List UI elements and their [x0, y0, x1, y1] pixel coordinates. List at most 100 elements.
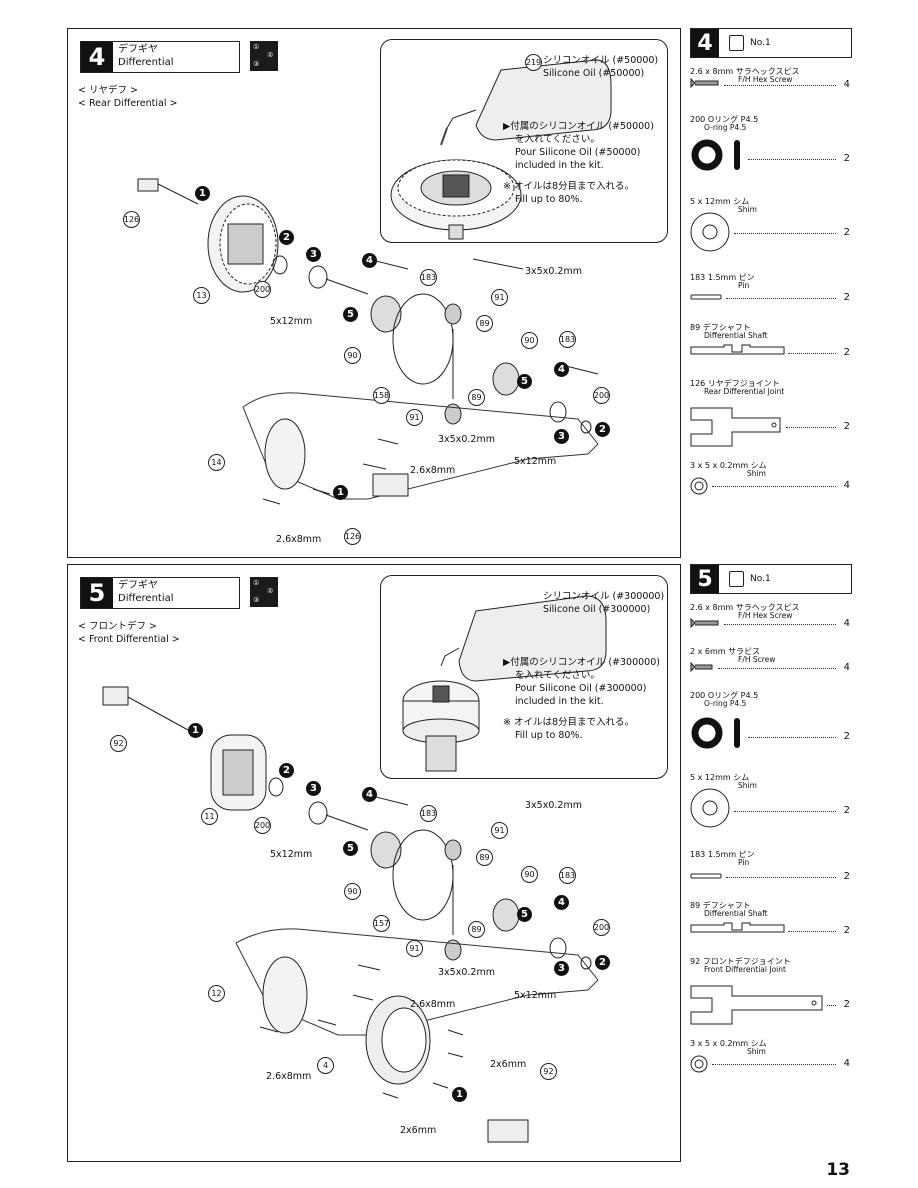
label-p89: 89: [476, 315, 493, 332]
part-name-en: Rear Differential Joint: [704, 387, 785, 396]
dotted-leader: [827, 1005, 836, 1006]
step4-number: 4: [81, 42, 113, 72]
part-name-jp: 89 デフシャフト: [690, 323, 751, 332]
part-name-jp: 89 デフシャフト: [690, 901, 751, 910]
step-badge-2: 2: [279, 230, 294, 245]
label-p11: 11: [201, 808, 218, 825]
step4-exploded-diagram: [137, 178, 599, 505]
seq-1: ①: [253, 43, 260, 51]
part-item: 92 フロントデフジョイント Front Differential Joint …: [690, 956, 850, 1030]
part-name-en: Shim: [738, 205, 757, 214]
step-badge-5b: 5: [517, 374, 532, 389]
step4-sequence-icon: ① ② ③: [250, 41, 278, 71]
label-p183: 183: [420, 805, 437, 822]
label-p92: 92: [110, 735, 127, 752]
label-shim-5x12: 5x12mm: [270, 316, 313, 327]
part-name-jp: 3 x 5 x 0.2mm シム: [690, 461, 767, 470]
part-item: 183 1.5mm ピン Pin 2: [690, 849, 850, 882]
bag-icon: [729, 35, 744, 51]
page-number: 13: [826, 1160, 850, 1180]
part-qty: 4: [843, 480, 850, 491]
bag-icon: [729, 571, 744, 587]
step5-exploded-diagram: [102, 686, 599, 1143]
part-qty: 2: [843, 227, 850, 238]
step-badge-2b: 2: [595, 955, 610, 970]
part-name-jp: 3 x 5 x 0.2mm シム: [690, 1039, 767, 1048]
part-name-en: Pin: [738, 281, 750, 290]
label-p200-b: 200: [593, 919, 610, 936]
part-qty: 4: [843, 618, 850, 629]
step5-title: デフギヤ Differential: [113, 578, 179, 608]
dotted-leader: [788, 353, 836, 354]
o-ring-icon: [691, 717, 740, 749]
differential-shaft-icon: [690, 344, 785, 355]
dotted-leader: [734, 811, 836, 812]
label-p89-b: 89: [468, 921, 485, 938]
part-qty: 2: [843, 871, 850, 882]
oil-bottle-illustration: [402, 595, 607, 772]
step5-title-jp: デフギヤ: [118, 580, 158, 591]
front-diff-joint-icon: [690, 985, 823, 1025]
note2-en: Fill up to 80%.: [515, 194, 583, 205]
part-name-jp: 126 リヤデフジョイント: [690, 379, 780, 388]
o-ring-icon: [691, 139, 740, 171]
step5-parts-list: 5 No.1 2.6 x 8mm サラヘックスビス F/H Hex Screw …: [690, 564, 852, 1084]
step-badge-4b: 4: [554, 895, 569, 910]
dotted-leader: [734, 233, 836, 234]
dotted-leader: [724, 624, 836, 625]
step4-oil-callout: 219 シリコンオイル (#50000) Silicone Oil (#5000…: [380, 39, 668, 243]
part-item: 183 1.5mm ピン Pin 2: [690, 272, 850, 303]
label-screw-2x6-b: 2x6mm: [400, 1125, 437, 1136]
label-shim-5x12: 5x12mm: [270, 849, 313, 860]
part-name-en: Pin: [738, 858, 750, 867]
parts4-bag: No.1: [750, 38, 771, 48]
label-p92-b: 92: [540, 1063, 557, 1080]
note2-jp: ※ オイルは8分目まで入れる。: [503, 717, 635, 728]
label-p13: 13: [193, 287, 210, 304]
label-p183: 183: [420, 269, 437, 286]
parts4-header: 4 No.1: [690, 28, 852, 58]
step-badge-3: 3: [306, 247, 321, 262]
pin-icon: [690, 873, 722, 879]
step4-subtitle-en: < Rear Differential >: [78, 98, 178, 109]
dotted-leader: [786, 427, 836, 428]
screw-icon: [690, 78, 719, 88]
seq-3: ③: [253, 60, 260, 68]
label-screw-2.6x8: 2.6x8mm: [410, 999, 456, 1010]
part-name-jp: 2.6 x 8mm サラヘックスビス: [690, 603, 800, 612]
step5-subtitle-jp: < フロントデフ >: [78, 621, 157, 632]
part-name-jp: 183 1.5mm ピン: [690, 850, 755, 859]
oil-bottle-illustration: [390, 59, 612, 240]
part-qty: 2: [843, 999, 850, 1010]
part-item: 89 デフシャフト Differential Shaft 2: [690, 322, 850, 358]
step5-number: 5: [81, 578, 113, 608]
seq-3: ③: [253, 596, 260, 604]
label-p89-b: 89: [468, 389, 485, 406]
label-screw-2.6x8-b: 2.6x8mm: [276, 534, 322, 545]
parts4-number: 4: [691, 29, 719, 57]
part-qty: 2: [843, 347, 850, 358]
part-qty: 4: [843, 79, 850, 90]
part-name-en: Shim: [747, 1047, 766, 1056]
note2-jp: ※ オイルは8分目まで入れる。: [503, 181, 635, 192]
step-badge-3: 3: [306, 781, 321, 796]
small-shim-icon: [690, 477, 708, 495]
dotted-leader: [788, 931, 836, 932]
parts5-header: 5 No.1: [690, 564, 852, 594]
step5-title-en: Differential: [118, 593, 174, 604]
step4-title-en: Differential: [118, 57, 174, 68]
step-badge-2: 2: [279, 763, 294, 778]
part-qty: 2: [843, 421, 850, 432]
step-badge-3b: 3: [554, 961, 569, 976]
screw-icon: [690, 662, 713, 672]
part-qty: 2: [843, 153, 850, 164]
label-p183-b: 183: [559, 331, 576, 348]
part-qty: 2: [843, 805, 850, 816]
note1-en: Pour Silicone Oil (#50000): [515, 147, 641, 158]
label-p90-b: 90: [521, 332, 538, 349]
part-name-en: F/H Hex Screw: [738, 611, 793, 620]
label-shim-3x5-b: 3x5x0.2mm: [438, 967, 495, 978]
step-badge-3b: 3: [554, 429, 569, 444]
note2-en: Fill up to 80%.: [515, 730, 583, 741]
part-name-en: Shim: [747, 469, 766, 478]
